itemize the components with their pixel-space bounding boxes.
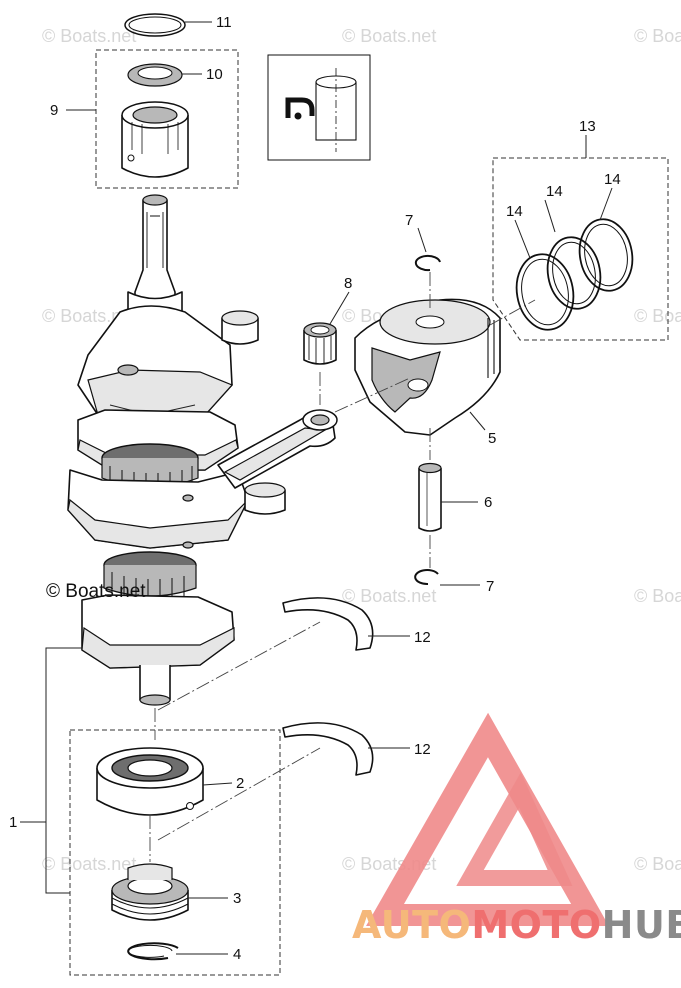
callout-4: 4 bbox=[233, 946, 241, 963]
watermark: © Boats.net bbox=[342, 26, 436, 46]
callout-14-middle: 14 bbox=[546, 183, 563, 200]
callout-9: 9 bbox=[50, 102, 58, 119]
automotohub-logo: AUTOMOTOHUB bbox=[352, 712, 681, 947]
logo-text: AUTOMOTOHUB bbox=[352, 903, 681, 947]
callout-10: 10 bbox=[206, 66, 223, 83]
callout-13: 13 bbox=[579, 118, 596, 135]
crank-pin-upper bbox=[221, 310, 259, 345]
callout-6: 6 bbox=[484, 494, 492, 511]
piston-ring-14a bbox=[515, 253, 575, 331]
ring-set-box bbox=[492, 157, 669, 341]
watermark: © Boats.net bbox=[634, 26, 681, 46]
piston-5 bbox=[354, 298, 501, 436]
lubricate-icon bbox=[285, 68, 357, 152]
logo-triangle bbox=[366, 712, 609, 926]
callout-labels: 11 10 9 13 14 14 14 7 8 5 6 7 12 12 2 3 … bbox=[9, 14, 621, 963]
logo-hub: HUB bbox=[602, 903, 681, 947]
callout-3: 3 bbox=[233, 890, 241, 907]
bearing-group-box-top bbox=[95, 49, 239, 189]
ball-bearing-2 bbox=[96, 747, 204, 816]
watermark: © Boats.net bbox=[342, 586, 436, 606]
thrust-washer-12-top bbox=[282, 597, 374, 651]
callout-14-left: 14 bbox=[506, 203, 523, 220]
piston-ring-14b bbox=[546, 236, 602, 310]
callout-2: 2 bbox=[236, 775, 244, 792]
callout-7-top: 7 bbox=[405, 212, 413, 229]
crankshaft-1 bbox=[67, 194, 286, 706]
logo-triangle-inner bbox=[456, 772, 573, 886]
watermark: © Boats.net bbox=[634, 306, 681, 326]
piston-ring-14c bbox=[578, 218, 634, 292]
watermark: © Boats.net bbox=[42, 854, 136, 874]
main-bearing-lower bbox=[103, 551, 197, 599]
callout-12-bottom: 12 bbox=[414, 741, 431, 758]
callout-8: 8 bbox=[344, 275, 352, 292]
bearing-9 bbox=[121, 101, 189, 178]
callout-1: 1 bbox=[9, 814, 17, 831]
oil-seal-10 bbox=[127, 63, 183, 87]
callout-7-bottom: 7 bbox=[486, 578, 494, 595]
thrust-washer-12-bottom bbox=[282, 722, 374, 776]
callout-5: 5 bbox=[488, 430, 496, 447]
leader-lines bbox=[20, 21, 613, 955]
piston-pin-6 bbox=[418, 462, 442, 532]
main-bearing-middle bbox=[101, 443, 199, 491]
seal-ring-11 bbox=[124, 13, 186, 37]
bearing-group-box-bottom bbox=[69, 729, 281, 976]
circlip-7-bottom bbox=[414, 569, 439, 586]
needle-bearing-8 bbox=[303, 322, 337, 365]
bearing-housing-3 bbox=[111, 863, 189, 921]
watermark: © Boats.net bbox=[42, 26, 136, 46]
connecting-rod bbox=[217, 409, 338, 489]
watermark: © Boats.net bbox=[634, 586, 681, 606]
crank-pin-lower bbox=[244, 482, 286, 515]
callout-14-right: 14 bbox=[604, 171, 621, 188]
center-lines bbox=[149, 272, 536, 862]
lubricate-icon-box bbox=[267, 54, 371, 161]
logo-auto: AUTO bbox=[352, 903, 471, 947]
callout-12-top: 12 bbox=[414, 629, 431, 646]
watermark: © Boats.net bbox=[634, 854, 681, 874]
logo-moto: MOTO bbox=[471, 903, 601, 947]
callout-11: 11 bbox=[216, 14, 232, 31]
copyright-notice: © Boats.net bbox=[46, 581, 146, 602]
circlip-7-top bbox=[415, 255, 441, 272]
snap-ring-4 bbox=[127, 942, 179, 961]
